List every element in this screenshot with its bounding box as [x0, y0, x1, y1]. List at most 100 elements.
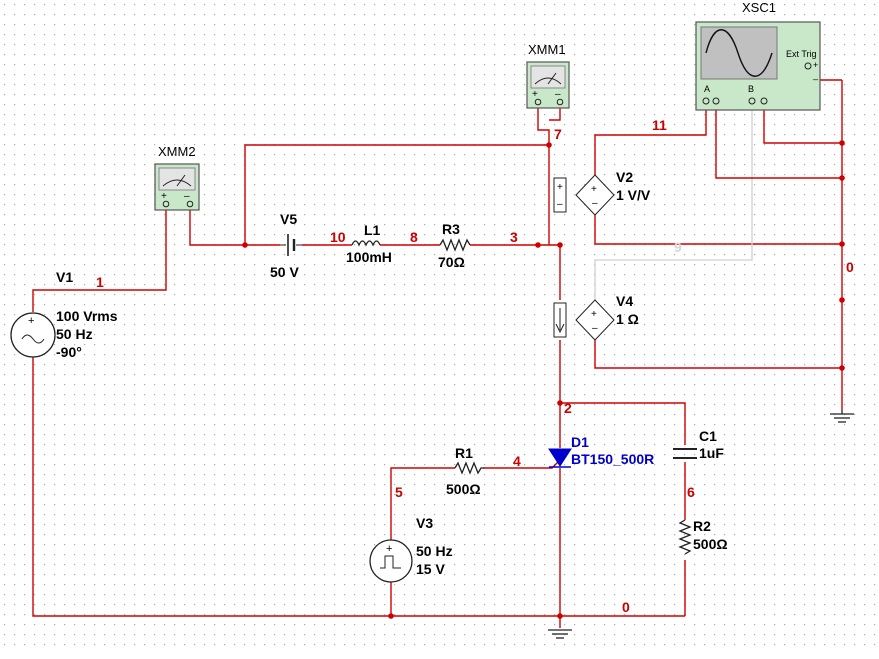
ground-symbol-bottom — [548, 629, 572, 639]
v2-value: 1 V/V — [616, 187, 651, 203]
c1-label: C1 — [699, 428, 717, 444]
xmm1-needle-icon — [547, 72, 557, 85]
ground-symbol-right — [830, 410, 854, 423]
v5-value: 50 V — [270, 264, 299, 280]
svg-text:–: – — [557, 199, 563, 210]
d1-value: BT150_500R — [571, 451, 654, 467]
resistor-r1[interactable]: R1 500Ω — [446, 445, 484, 497]
v1-amplitude: 100 Vrms — [56, 308, 118, 324]
v1-label: V1 — [56, 269, 73, 285]
svg-text:+: + — [591, 309, 597, 320]
xmm2-plus: + — [161, 191, 167, 202]
controlled-source-v2[interactable]: + – + – V2 1 V/V — [553, 169, 651, 216]
r2-value: 500Ω — [693, 536, 728, 552]
net-label-6: 6 — [687, 484, 695, 500]
controlled-source-v4[interactable]: + – V4 1 Ω — [553, 293, 639, 341]
xsc1-label: XSC1 — [742, 0, 776, 15]
v3-frequency: 50 Hz — [416, 543, 453, 559]
arrow-down-icon — [555, 308, 565, 334]
thyristor-d1[interactable]: D1 BT150_500R — [548, 434, 654, 468]
v3-symbol[interactable] — [369, 539, 413, 583]
oscilloscope-xsc1[interactable]: XSC1 Ext Trig + _ A B — [695, 0, 821, 111]
net-label-0-right: 0 — [846, 259, 854, 275]
net-label-3: 3 — [510, 229, 518, 245]
resistor-r3[interactable]: R3 70Ω — [438, 221, 471, 270]
svg-text:–: – — [592, 323, 598, 334]
capacitor-c1[interactable]: C1 1uF — [673, 428, 724, 461]
pulse-source-v3[interactable]: + V3 50 Hz 15 V — [369, 515, 453, 583]
multimeter-xmm1[interactable]: XMM1 + – — [526, 42, 570, 109]
xmm1-label: XMM1 — [528, 42, 566, 57]
xsc1-channel-a-label: A — [704, 84, 710, 94]
net-label-2: 2 — [564, 400, 572, 416]
net-label-5: 5 — [395, 484, 403, 500]
xsc1-b-plus-terminal[interactable] — [748, 97, 756, 105]
ac-source-v1[interactable]: + V1 100 Vrms 50 Hz -90° — [10, 269, 118, 360]
net-label-0-bottom: 0 — [622, 599, 630, 615]
xsc1-ext-trig-label: Ext Trig — [786, 49, 817, 59]
net-label-9: 9 — [674, 239, 682, 255]
sine-wave-icon — [705, 29, 773, 77]
svg-text:–: – — [592, 198, 598, 209]
xsc1-a-minus-terminal[interactable] — [712, 97, 720, 105]
xmm1-minus: – — [555, 89, 561, 100]
l1-label: L1 — [364, 222, 381, 238]
dc-source-v5[interactable]: V5 50 V — [270, 211, 302, 280]
r3-value: 70Ω — [438, 254, 465, 270]
svg-text:+: + — [557, 182, 563, 193]
d1-label: D1 — [571, 434, 589, 450]
v1-frequency: 50 Hz — [56, 326, 93, 342]
resistor-r2[interactable]: R2 500Ω — [678, 518, 728, 555]
xsc1-a-plus-terminal[interactable] — [702, 97, 710, 105]
xsc1-screen — [700, 26, 778, 80]
xsc1-channel-b-label: B — [748, 84, 754, 94]
net-label-4: 4 — [513, 453, 521, 469]
r1-value: 500Ω — [446, 481, 481, 497]
v2-sense-element — [553, 177, 567, 213]
thyristor-symbol — [548, 448, 572, 467]
xmm2-label: XMM2 — [158, 144, 196, 159]
v1-symbol[interactable] — [10, 312, 56, 358]
xmm1-minus-terminal[interactable] — [556, 98, 564, 106]
xmm2-minus-terminal[interactable] — [186, 200, 194, 208]
v4-value: 1 Ω — [616, 311, 639, 327]
xsc1-b-minus-terminal[interactable] — [760, 97, 768, 105]
v2-label: V2 — [616, 169, 633, 185]
net-labels: 1 2 3 4 5 6 7 8 9 10 11 0 0 — [96, 117, 854, 615]
inductor-l1[interactable]: L1 100mH — [346, 222, 392, 265]
multimeter-xmm2[interactable]: XMM2 + – — [154, 144, 200, 211]
xmm2-needle-icon — [176, 174, 186, 187]
xsc1-trig-plus: + — [813, 60, 818, 70]
net-label-1: 1 — [96, 274, 104, 290]
square-wave-icon — [380, 555, 401, 569]
net-label-7: 7 — [554, 126, 562, 142]
xmm1-plus: + — [532, 89, 538, 100]
svg-text:+: + — [591, 184, 597, 195]
xmm1-plus-terminal[interactable] — [534, 98, 542, 106]
xmm2-plus-terminal[interactable] — [162, 200, 170, 208]
r1-label: R1 — [455, 445, 473, 461]
v5-label: V5 — [280, 211, 297, 227]
svg-text:+: + — [28, 315, 34, 327]
r3-label: R3 — [442, 221, 460, 237]
r2-label: R2 — [693, 518, 711, 534]
xsc1-trig-minus: _ — [812, 70, 819, 80]
xmm2-minus: – — [184, 191, 190, 202]
c1-value: 1uF — [699, 445, 724, 461]
xmm2-gauge-icon — [162, 179, 192, 187]
net-label-10: 10 — [330, 229, 346, 245]
v1-phase: -90° — [56, 344, 82, 360]
xsc1-trig-terminal[interactable] — [804, 62, 812, 70]
net-label-11: 11 — [652, 117, 667, 133]
v3-label: V3 — [416, 515, 433, 531]
v4-label: V4 — [616, 293, 633, 309]
svg-text:+: + — [386, 543, 392, 555]
v4-diamond-symbol — [575, 299, 615, 341]
v3-amplitude: 15 V — [416, 561, 445, 577]
ac-wave-icon — [21, 334, 45, 344]
wires — [32, 79, 843, 628]
net-label-8: 8 — [410, 229, 418, 245]
l1-value: 100mH — [346, 249, 392, 265]
